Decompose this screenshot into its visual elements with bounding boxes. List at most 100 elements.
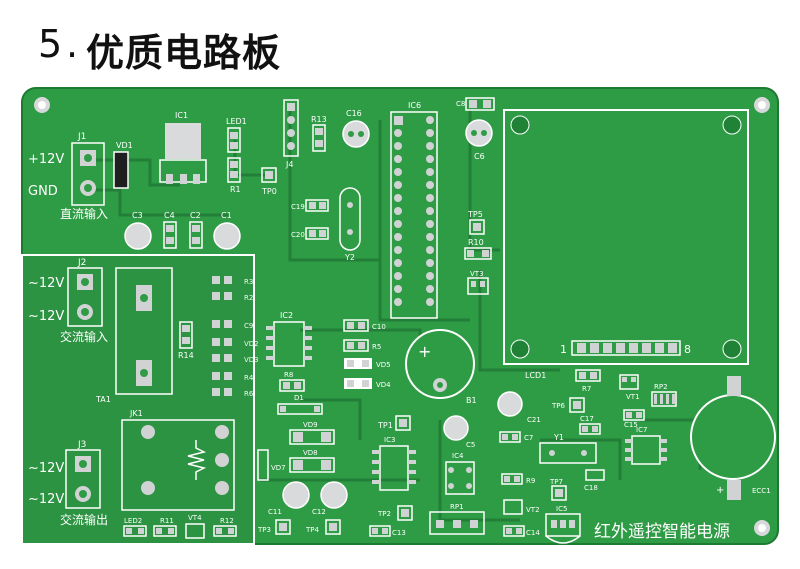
ref-tp3: TP3 (257, 526, 271, 534)
c6-capacitor (465, 119, 493, 147)
ref-vd2: VD2 (244, 340, 259, 348)
c15 (623, 409, 645, 421)
c20 (305, 227, 329, 240)
ref-c8: C8 (456, 100, 465, 108)
ref-j2: J2 (77, 258, 86, 268)
ref-led2: LED2 (124, 517, 142, 525)
ref-tp7: TP7 (549, 478, 563, 486)
rp2 (651, 391, 677, 407)
r8 (279, 379, 305, 392)
ref-r9: R9 (526, 477, 535, 485)
mount-hole (510, 115, 530, 135)
tp0 (261, 167, 277, 183)
ref-c3: C3 (132, 211, 143, 220)
ref-ta1: TA1 (95, 395, 111, 404)
c10 (343, 319, 369, 332)
label-ac-output: 交流输出 (60, 512, 108, 527)
ref-c18: C18 (584, 484, 598, 492)
ref-c11: C11 (268, 508, 282, 516)
lcd-pin8-label: 8 (684, 343, 691, 356)
ref-c12: C12 (312, 508, 326, 516)
j4-header (283, 99, 299, 157)
j1-connector (71, 142, 105, 206)
label-plus12v: +12V (28, 152, 64, 167)
ref-c21: C21 (527, 416, 541, 424)
ref-r2: R2 (244, 294, 253, 302)
label-ac-input: 交流输入 (60, 329, 108, 344)
mount-hole (510, 339, 530, 359)
ref-rp1: RP1 (450, 503, 464, 511)
ref-vt1: VT1 (626, 393, 640, 401)
ref-c6: C6 (474, 152, 485, 161)
svg-text:+: + (716, 485, 724, 496)
ref-r1: R1 (230, 185, 241, 194)
vd8 (289, 457, 335, 473)
r14 (179, 321, 193, 349)
vt2 (503, 499, 523, 515)
label-ac12v-d: ~12V (28, 492, 64, 507)
ref-r8: R8 (284, 371, 293, 379)
tp2 (397, 505, 413, 521)
d1-diode (277, 403, 323, 415)
ref-ic7: IC7 (636, 426, 647, 434)
ref-r3: R3 (244, 278, 253, 286)
c11-capacitor (282, 481, 310, 509)
ref-c2: C2 (190, 211, 201, 220)
ref-tp5: TP5 (467, 210, 483, 219)
tp4 (325, 519, 341, 535)
tp1 (395, 415, 411, 431)
vd1-diode (113, 151, 129, 189)
ref-r5: R5 (372, 343, 381, 351)
ref-lcd1: LCD1 (525, 371, 546, 380)
tp6 (569, 397, 585, 413)
ref-r4: R4 (244, 374, 254, 382)
ref-tp2: TP2 (377, 510, 391, 518)
rp1 (429, 511, 485, 535)
ic4-dip (445, 461, 475, 495)
c4 (163, 221, 177, 249)
c2 (189, 221, 203, 249)
ref-tp1: TP1 (377, 421, 393, 430)
vd9 (289, 429, 335, 445)
title-dot: . (66, 22, 79, 66)
vt1 (619, 374, 639, 390)
jk1-relay (121, 419, 235, 511)
label-dc-input: 直流输入 (60, 206, 108, 221)
title-number: 5 (38, 22, 63, 66)
vd5 (344, 358, 372, 369)
r10 (464, 247, 492, 260)
ref-vd4: VD4 (376, 381, 391, 389)
ref-j4: J4 (285, 160, 293, 169)
ref-tp6: TP6 (551, 402, 565, 410)
ref-c10: C10 (372, 323, 386, 331)
ref-ic6: IC6 (408, 101, 421, 110)
ref-c5: C5 (466, 441, 475, 449)
ref-vd3: VD3 (244, 356, 259, 364)
ref-vt3: VT3 (470, 270, 484, 278)
ic5-ir-receiver (545, 513, 581, 537)
ref-ic1: IC1 (175, 111, 188, 120)
tp3 (275, 519, 291, 535)
mount-hole (722, 115, 742, 135)
ref-r6: R6 (244, 390, 254, 398)
vd7 (257, 449, 269, 481)
ref-vd5: VD5 (376, 361, 391, 369)
ref-y1: Y1 (553, 433, 564, 442)
ref-r11: R11 (160, 517, 174, 525)
ref-tp0: TP0 (261, 187, 277, 196)
ref-led1: LED1 (226, 117, 247, 126)
ref-vd9: VD9 (303, 421, 318, 429)
ref-ecc1: ECC1 (752, 487, 771, 495)
r5 (343, 339, 369, 352)
ref-r12: R12 (220, 517, 234, 525)
ref-d1: D1 (294, 394, 304, 402)
j2-connector (67, 267, 103, 327)
ref-ic3: IC3 (384, 436, 395, 444)
ic3-soic (379, 445, 409, 491)
c18 (585, 469, 605, 481)
c1-capacitor (213, 222, 241, 250)
ref-c4: C4 (164, 211, 175, 220)
ref-r10: R10 (468, 238, 484, 247)
c5-capacitor (443, 415, 469, 441)
ref-j1: J1 (77, 132, 86, 142)
